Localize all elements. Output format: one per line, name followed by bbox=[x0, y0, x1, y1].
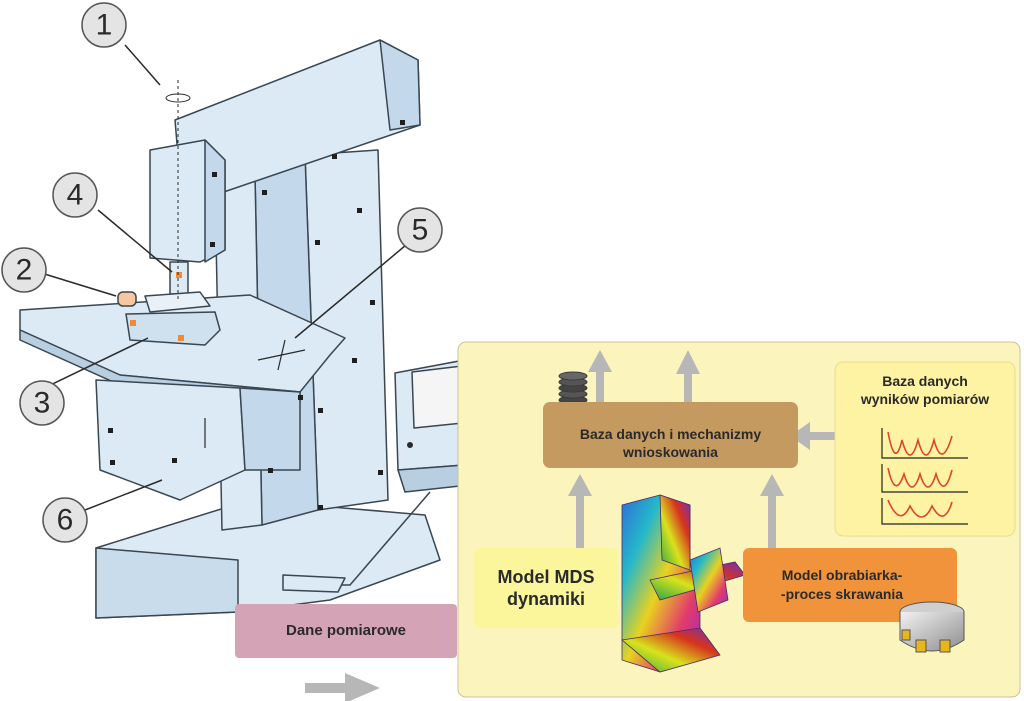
flow-arrows bbox=[305, 350, 850, 701]
mds-model-line1: Model MDS bbox=[497, 567, 595, 587]
callout-5-label: 5 bbox=[412, 214, 429, 247]
callout-1: 1 bbox=[81, 2, 127, 48]
process-model-line2: -proces skrawania bbox=[780, 586, 904, 602]
measurement-results-line2: wyników pomiarów bbox=[860, 391, 990, 407]
mds-model-label: Model MDS dynamiki bbox=[474, 566, 618, 610]
measurement-results-label: Baza danych wyników pomiarów bbox=[835, 372, 1015, 408]
machine-detail-marks bbox=[108, 120, 405, 510]
fem-model-image bbox=[621, 494, 746, 673]
arrow-from-mds bbox=[568, 474, 592, 548]
measurement-data-box bbox=[235, 604, 457, 658]
callout-6-label: 6 bbox=[57, 504, 74, 537]
knowledge-base-box bbox=[543, 402, 798, 468]
process-model-box bbox=[743, 548, 957, 622]
machine-overarm bbox=[174, 39, 421, 196]
knowledge-base-label: Baza danych i mechanizmy wnioskowania bbox=[543, 425, 798, 461]
machine-knee bbox=[95, 379, 301, 501]
callout-6: 6 bbox=[42, 497, 88, 543]
mds-model-line2: dynamiki bbox=[506, 589, 586, 609]
measurement-results-box bbox=[834, 361, 1016, 537]
machine-head bbox=[149, 139, 226, 263]
arrow-up-out-right bbox=[676, 350, 700, 416]
measurement-results-line1: Baza danych bbox=[882, 373, 968, 389]
signal-plot-3 bbox=[881, 498, 968, 525]
milling-cutter-image bbox=[899, 601, 965, 653]
arrow-from-process-model bbox=[760, 474, 784, 548]
process-model-label: Model obrabiarka- -proces skrawania bbox=[762, 566, 922, 604]
measurement-data-label: Dane pomiarowe bbox=[285, 622, 407, 639]
signal-plots bbox=[881, 428, 968, 525]
callout-3: 3 bbox=[19, 380, 65, 426]
callout-leaders bbox=[37, 44, 413, 511]
arrow-from-results bbox=[790, 422, 850, 450]
table-motion-arrows bbox=[204, 339, 306, 448]
rotation-arrow-icon bbox=[165, 93, 191, 103]
callout-markers: 1 2 3 4 5 6 bbox=[1, 2, 443, 543]
arrow-up-out-left bbox=[588, 350, 612, 402]
callout-3-label: 3 bbox=[34, 387, 51, 420]
arrow-measurement-data bbox=[305, 673, 380, 701]
milling-machine bbox=[19, 39, 441, 619]
process-model-line1: Model obrabiarka- bbox=[781, 567, 903, 583]
signal-plot-1 bbox=[881, 428, 968, 459]
signal-plot-2 bbox=[881, 464, 968, 493]
mds-model-box bbox=[474, 548, 618, 628]
workpiece bbox=[117, 272, 221, 346]
callout-5: 5 bbox=[397, 207, 443, 253]
callout-1-label: 1 bbox=[96, 9, 113, 42]
machine-base bbox=[95, 499, 441, 619]
callout-4: 4 bbox=[52, 172, 98, 218]
callout-2: 2 bbox=[1, 247, 47, 293]
knowledge-base-line2: wnioskowania bbox=[623, 444, 718, 460]
callout-4-label: 4 bbox=[67, 179, 84, 212]
callout-2-label: 2 bbox=[16, 254, 33, 287]
knowledge-base-line1: Baza danych i mechanizmy bbox=[579, 426, 762, 442]
